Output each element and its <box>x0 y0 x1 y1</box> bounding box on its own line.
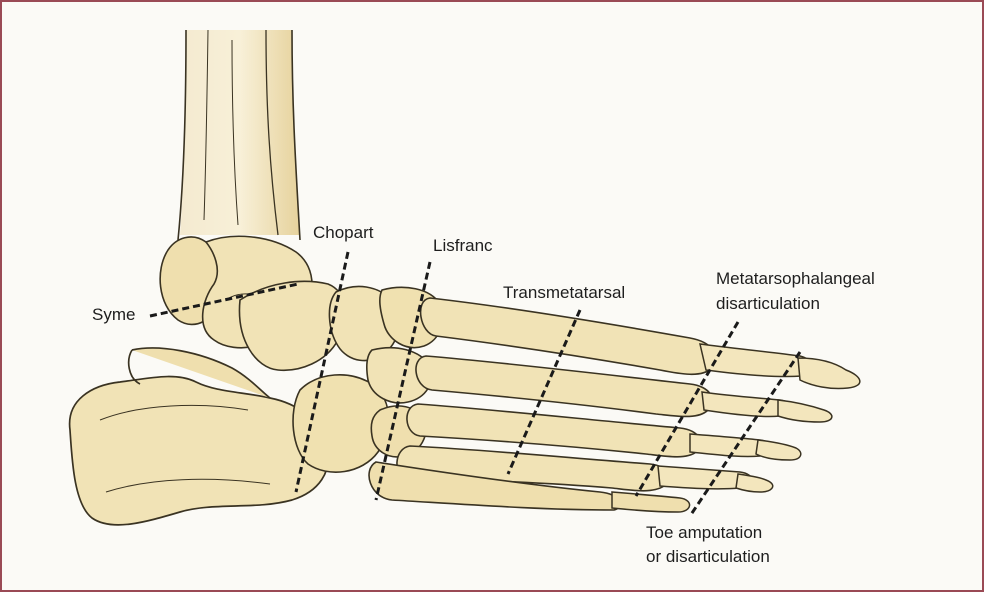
label-syme: Syme <box>92 304 135 325</box>
label-mtp-line2: disarticulation <box>716 293 820 314</box>
label-lisfranc: Lisfranc <box>433 235 493 256</box>
label-chopart: Chopart <box>313 222 373 243</box>
label-mtp-line1: Metatarsophalangeal <box>716 268 875 289</box>
label-transmetatarsal: Transmetatarsal <box>503 282 625 303</box>
tibia-fibula <box>178 30 300 240</box>
calcaneus <box>70 348 328 525</box>
label-toe-line2: or disarticulation <box>646 546 770 567</box>
label-toe-line1: Toe amputation <box>646 522 762 543</box>
